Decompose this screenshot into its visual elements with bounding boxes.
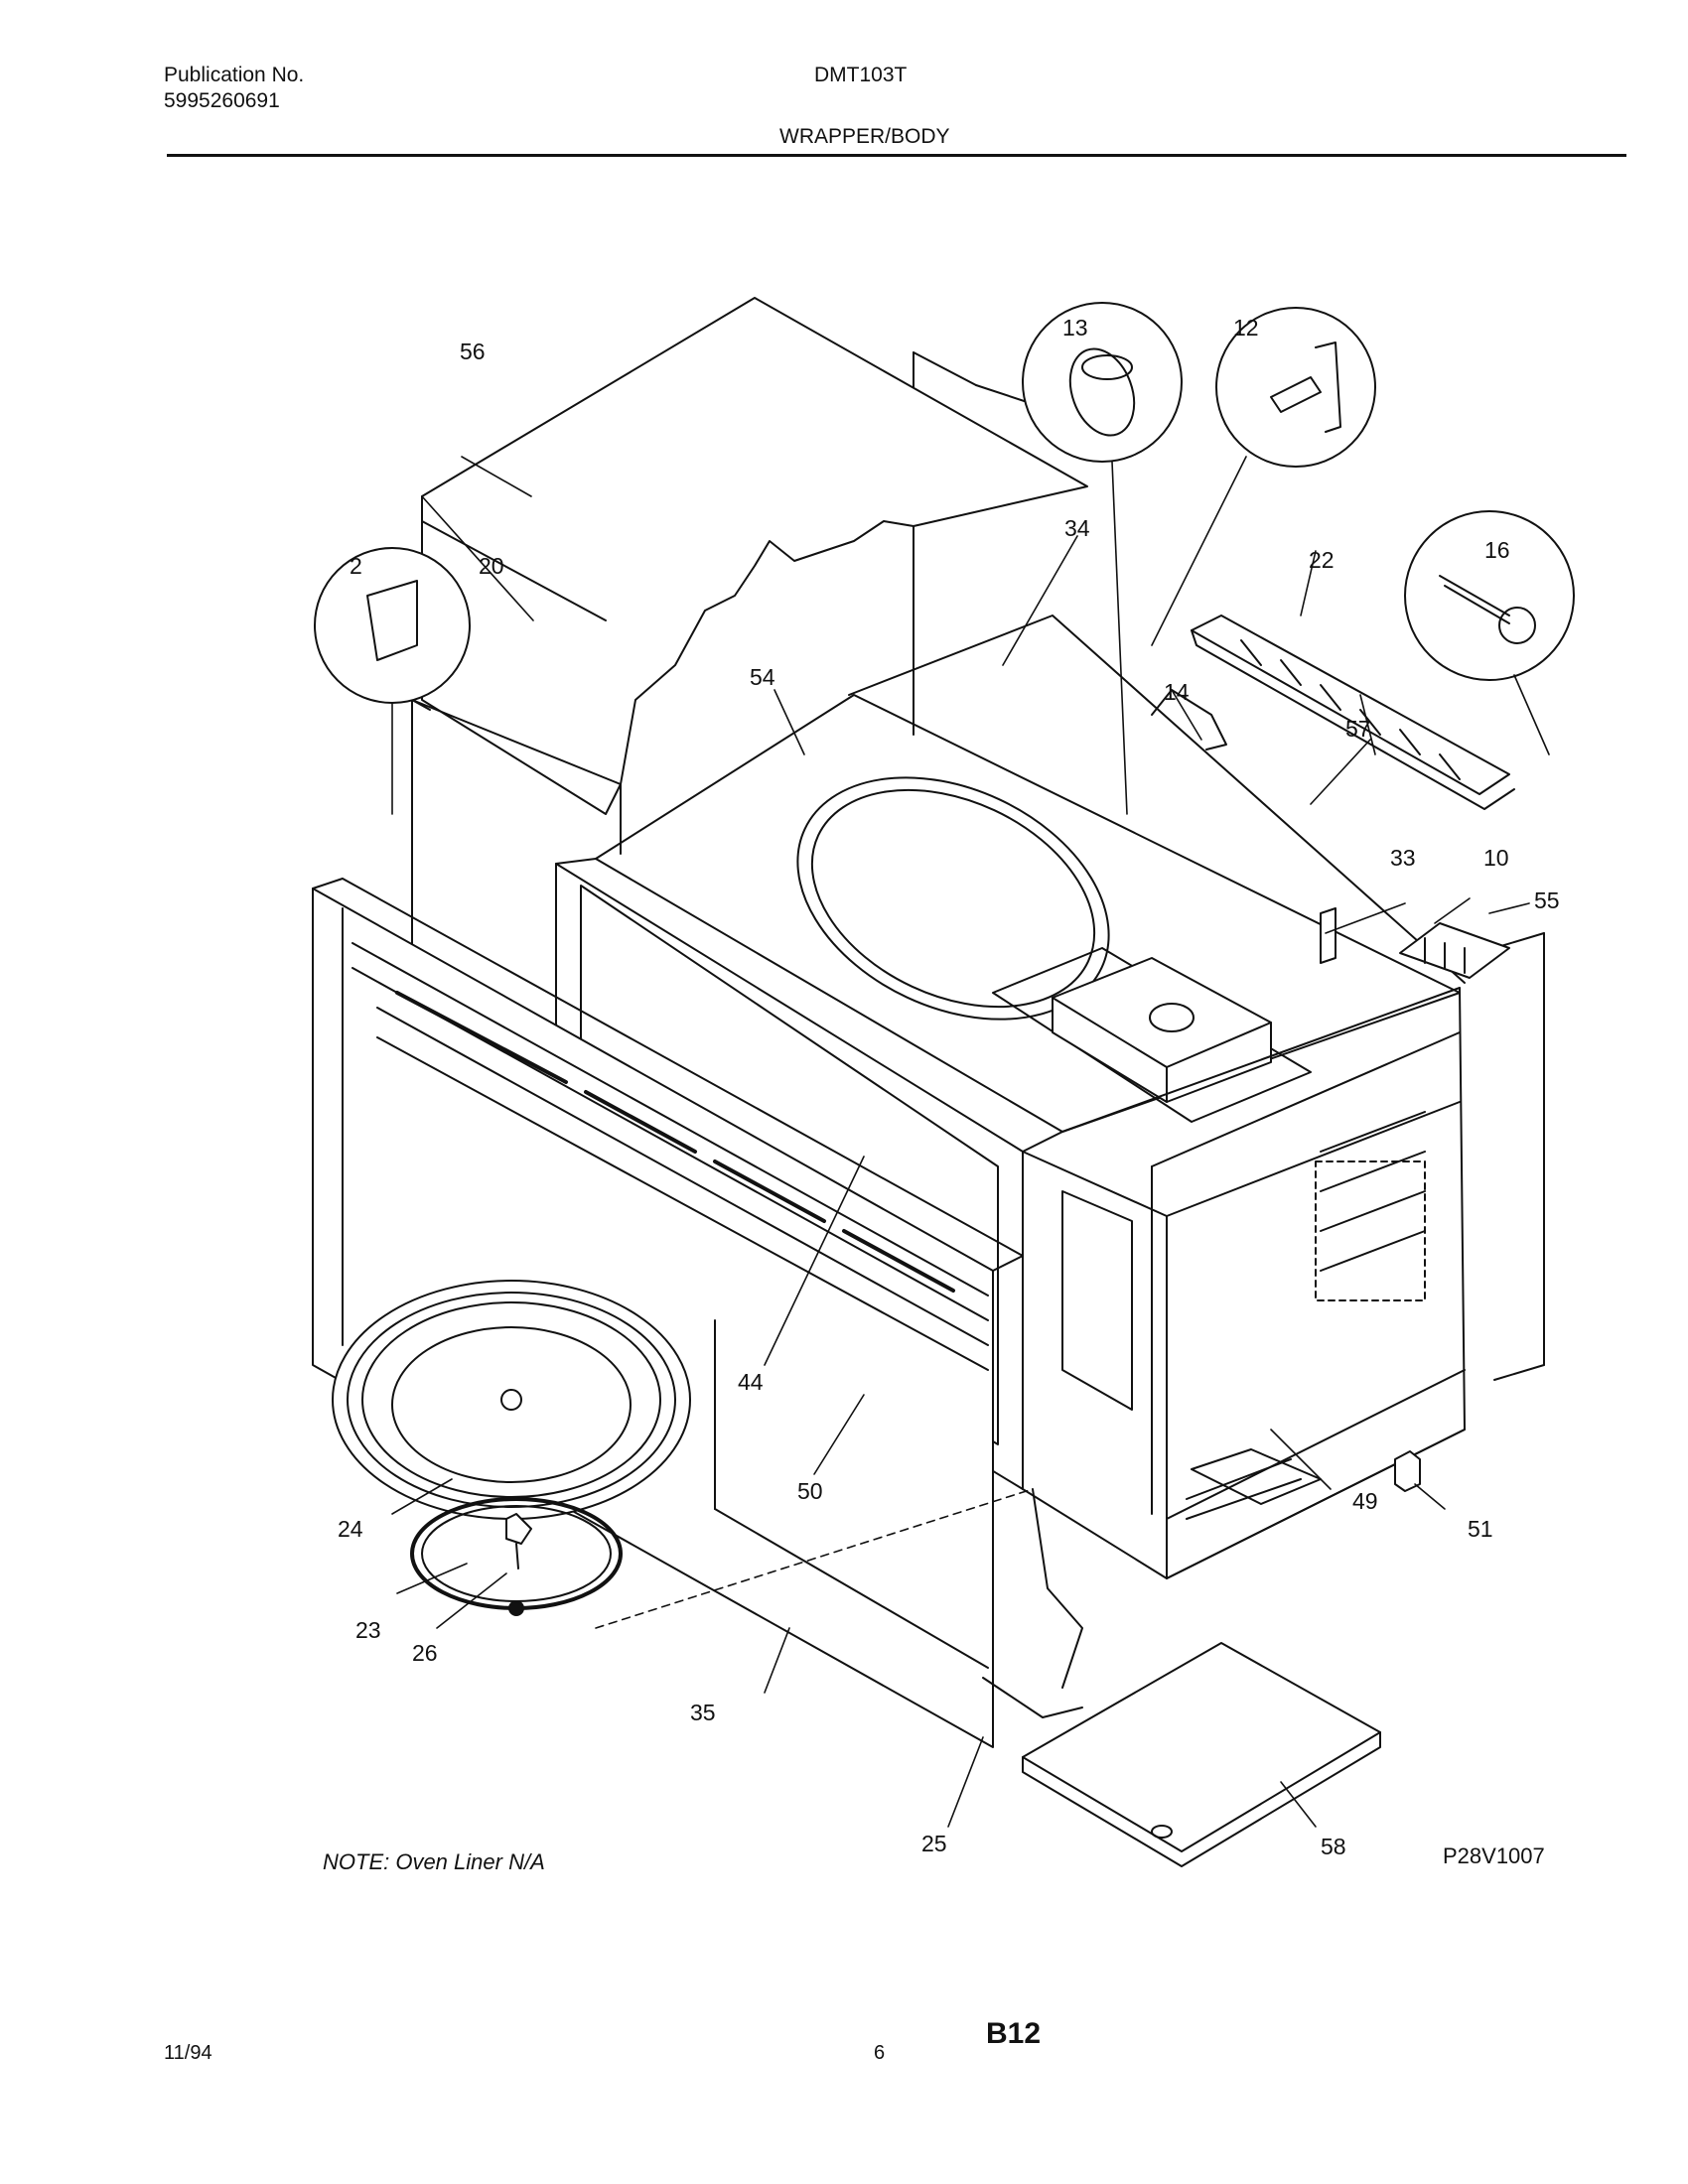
part-label-56: 56 [460,339,486,364]
part-label-57: 57 [1345,716,1371,742]
diagram-note: NOTE: Oven Liner N/A [323,1849,545,1874]
control-compartment [1022,1101,1466,1579]
publication-label: Publication No. [164,64,305,86]
rear-duct-22 [1191,614,1515,810]
header-rule [167,154,1626,157]
part-label-58: 58 [1321,1834,1346,1859]
top-cover-56 [421,297,1088,815]
drawing-code: P28V1007 [1443,1843,1545,1868]
part-label-16: 16 [1484,537,1510,563]
footer-page-number: 6 [874,2042,886,2064]
part-label-22: 22 [1309,547,1335,573]
part-label-20: 20 [479,553,504,579]
part-label-13: 13 [1062,315,1088,341]
model-number: DMT103T [814,64,908,86]
part-label-51: 51 [1468,1516,1493,1542]
detail-circle-12 [1215,307,1376,468]
detail-circle-2 [314,547,471,704]
part-label-44: 44 [738,1369,764,1395]
part-label-23: 23 [355,1617,381,1643]
part-label-12: 12 [1233,315,1259,341]
detail-circle-13 [1022,302,1183,463]
vent-panel-10 [1399,922,1510,979]
stirrer-cover-25 [982,1488,1083,1718]
footer-sheet-code: B12 [986,2017,1042,2050]
cavity-top [595,614,1466,1133]
part-label-50: 50 [797,1478,823,1504]
part-label-24: 24 [338,1516,363,1542]
back-panel [1061,987,1466,1579]
part-label-10: 10 [1483,845,1509,871]
wire-handle-14 [1151,689,1227,751]
part-label-14: 14 [1164,679,1190,705]
part-label-2: 2 [350,553,362,579]
section-title: WRAPPER/BODY [779,125,950,148]
bottom-plate-58 [1022,1642,1381,1867]
footer-date: 11/94 [164,2042,212,2064]
part-label-25: 25 [921,1831,947,1856]
part-label-35: 35 [690,1700,716,1725]
leader-lines [391,456,1550,1828]
magnetron-box [1052,957,1272,1103]
part-label-26: 26 [412,1640,438,1666]
coupler-26 [505,1513,532,1616]
part-label-54: 54 [750,664,775,690]
publication-number: 5995260691 [164,89,280,112]
part-label-55: 55 [1534,887,1560,913]
spacer-33 [1320,907,1336,964]
grill-slots [395,991,955,1293]
detail-circle-16 [1404,510,1575,681]
part-label-34: 34 [1064,515,1090,541]
part-label-49: 49 [1352,1488,1378,1514]
front-door-frame [312,878,1024,1748]
part-label-33: 33 [1390,845,1416,871]
glass-tray-24 [332,1280,691,1520]
foot-51 [1394,1450,1421,1492]
part-labels: 56 2 20 54 34 13 12 16 22 14 57 33 10 55… [338,315,1560,1859]
